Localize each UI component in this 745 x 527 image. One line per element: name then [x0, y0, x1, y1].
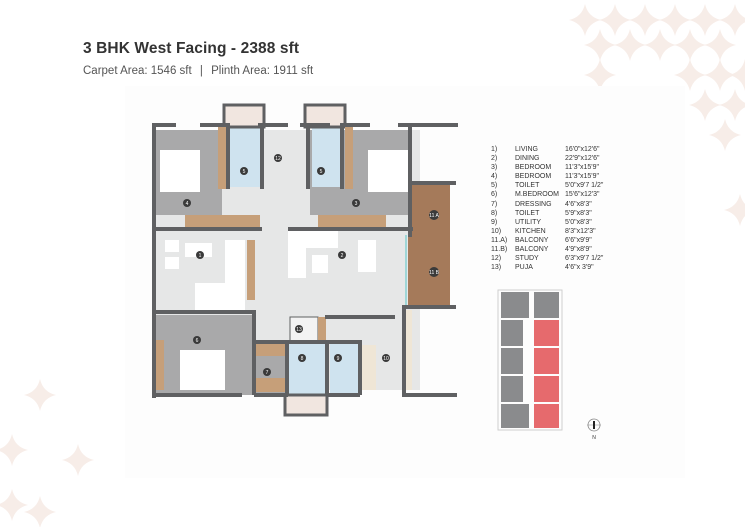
svg-text:3: 3 — [355, 201, 358, 207]
toilet-5b-area — [312, 127, 342, 187]
svg-text:5: 5 — [320, 169, 323, 175]
svg-text:12: 12 — [275, 156, 281, 162]
carpet-area: Carpet Area: 1546 sft — [83, 65, 192, 77]
floor-plan: 1 2 3 4 5 5 12 6 7 8 9 10 13 11 A 11 B — [152, 103, 458, 417]
svg-text:N: N — [592, 435, 596, 441]
svg-text:8: 8 — [301, 356, 304, 362]
svg-text:1: 1 — [199, 253, 202, 259]
area-summary: Carpet Area: 1546 sft | Plinth Area: 191… — [83, 65, 313, 77]
svg-text:6: 6 — [196, 338, 199, 344]
svg-text:9: 9 — [337, 356, 340, 362]
svg-text:11 B: 11 B — [429, 270, 440, 276]
svg-text:2: 2 — [341, 253, 344, 259]
compass-icon: N — [587, 418, 601, 441]
balcony-area — [408, 183, 450, 307]
svg-text:5: 5 — [243, 169, 246, 175]
svg-text:10: 10 — [383, 356, 389, 362]
plinth-area: Plinth Area: 1911 sft — [211, 65, 314, 77]
svg-text:4: 4 — [186, 201, 189, 207]
key-plan — [497, 289, 563, 431]
page-title: 3 BHK West Facing - 2388 sft — [83, 40, 300, 57]
separator: | — [199, 65, 203, 77]
north-compass: N — [586, 418, 602, 447]
key-plan-units-left — [501, 292, 529, 428]
svg-text:7: 7 — [266, 370, 269, 376]
svg-text:13: 13 — [296, 327, 302, 333]
key-plan-units-highlighted — [534, 320, 559, 428]
svg-text:11 A: 11 A — [429, 213, 439, 219]
toilet-5a-area — [230, 127, 260, 187]
